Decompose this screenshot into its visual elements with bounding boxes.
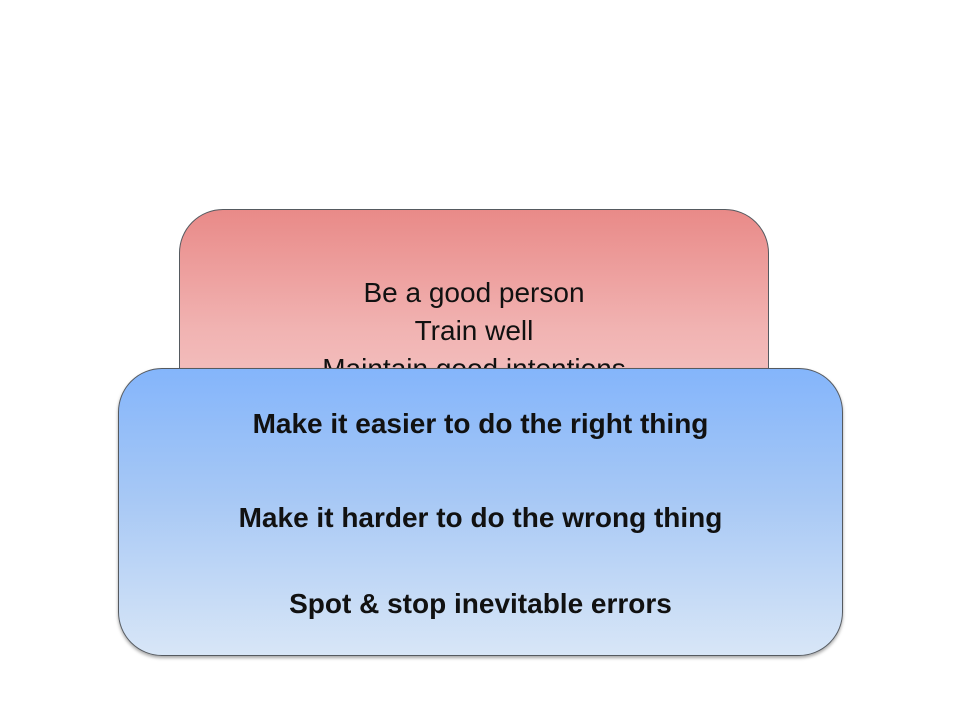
front-card-line-3: Spot & stop inevitable errors (289, 588, 672, 619)
front-card-system-measures: Make it easier to do the right thing Mak… (118, 368, 843, 656)
back-card-line-1: Be a good person (363, 277, 585, 308)
back-card-line-2: Train well (414, 315, 534, 346)
front-card-line-2: Make it harder to do the wrong thing (238, 502, 723, 533)
front-card-line-1: Make it easier to do the right thing (252, 408, 709, 439)
